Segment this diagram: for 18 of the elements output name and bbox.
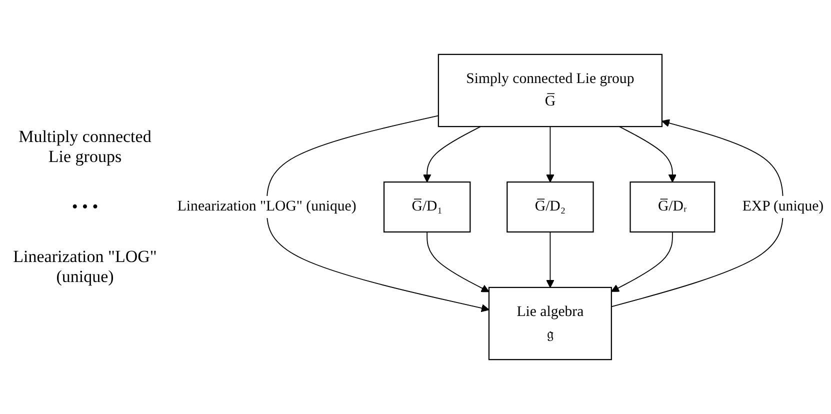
arrow: [546, 232, 554, 288]
edge-label: EXP (unique): [742, 198, 824, 214]
node-box: G̅/D₁: [383, 181, 471, 233]
arrow: [610, 119, 784, 308]
arrow: [423, 126, 482, 182]
note-text: Linearization "LOG" (unique): [12, 247, 158, 287]
node-box: G̅/D₂: [506, 181, 594, 233]
arrow: [266, 115, 490, 312]
note-text: Multiply connected Lie groups: [18, 127, 152, 167]
arrow: [546, 126, 554, 182]
node-box: Simply connected Lie group G̅: [438, 54, 663, 128]
node-box: Lie algebra 𝔤: [488, 286, 612, 360]
arrow: [618, 126, 676, 182]
arrow: [426, 232, 490, 292]
arrow: [611, 232, 673, 292]
note-text: • • •: [70, 197, 100, 217]
edge-label: Linearization "LOG" (unique): [177, 198, 356, 214]
node-box: G̅/Dᵣ: [630, 181, 716, 233]
